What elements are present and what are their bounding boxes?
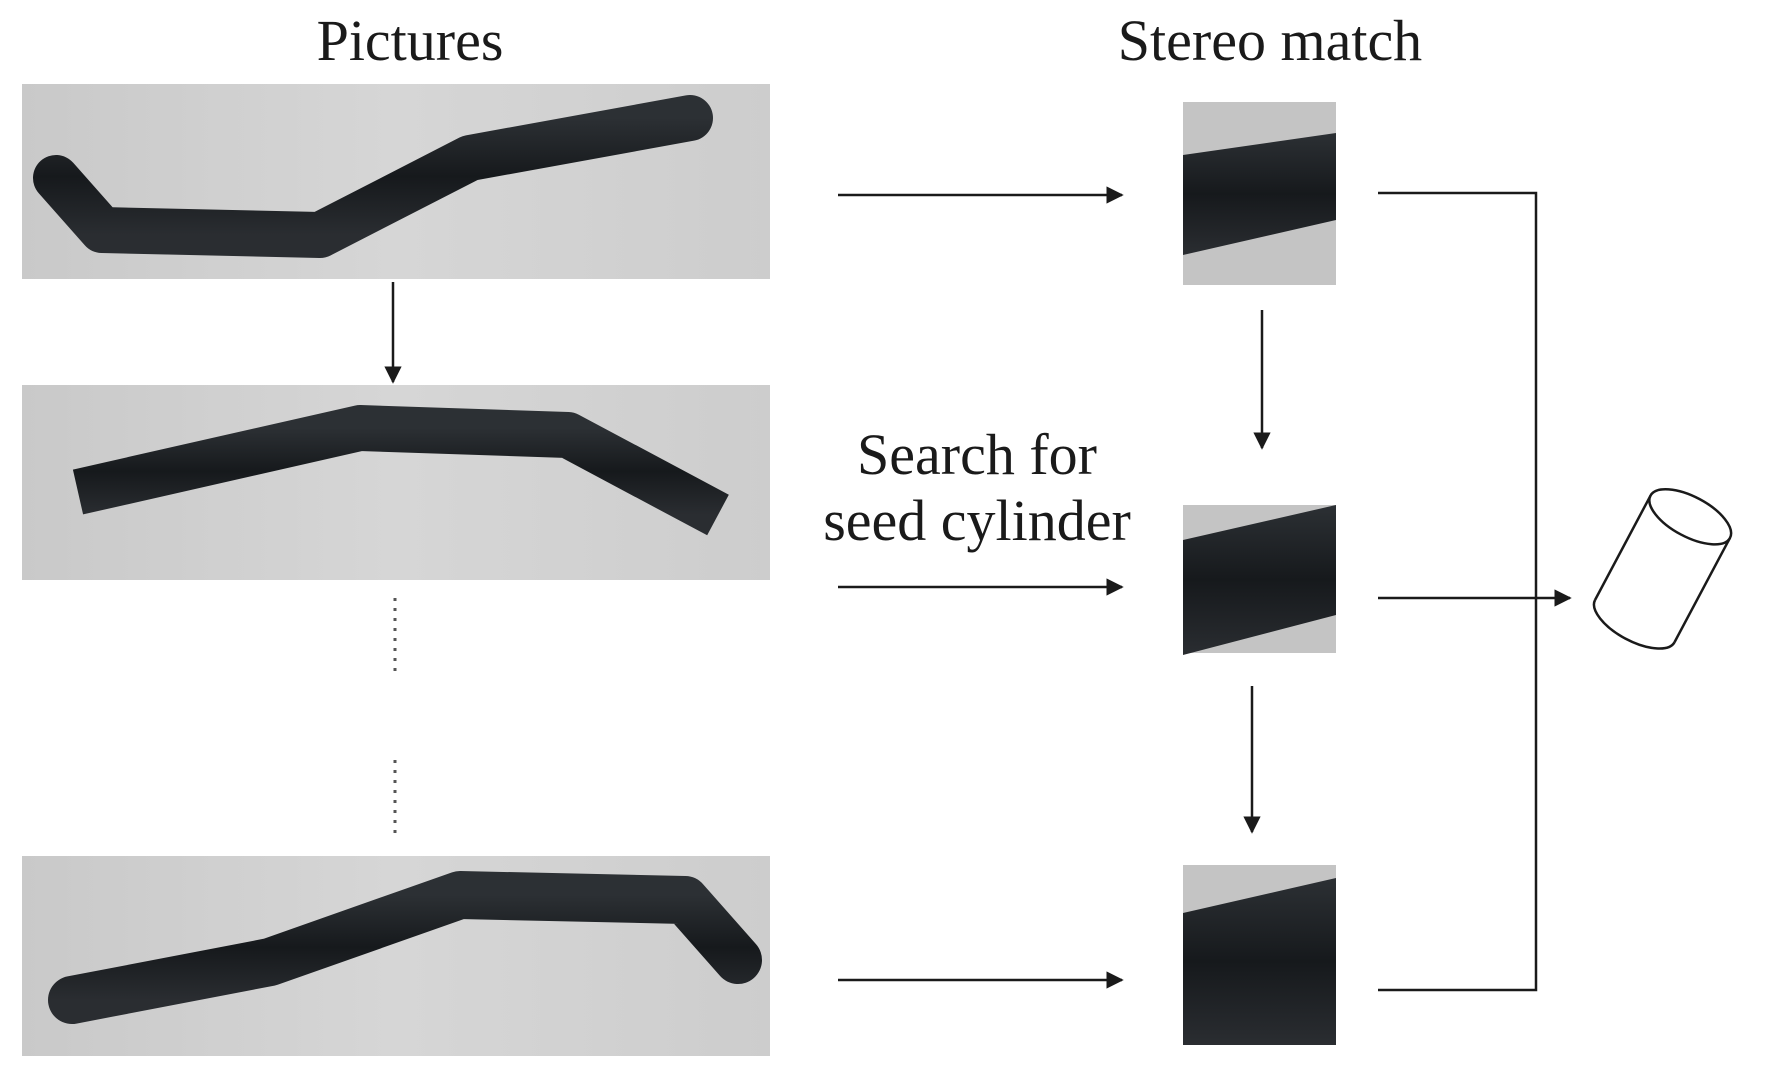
stereo-match-crop-3 xyxy=(1183,865,1336,1045)
tube-silhouette xyxy=(33,95,713,258)
picture-3 xyxy=(22,856,770,1056)
search-label-line1: Search for xyxy=(857,422,1097,487)
pictures-heading: Pictures xyxy=(317,8,504,73)
stereo-match-crop-1 xyxy=(1183,102,1336,285)
connector-match1 xyxy=(1378,191,1538,595)
stereo-match-crop-2 xyxy=(1183,505,1336,655)
stereo-match-heading: Stereo match xyxy=(1118,8,1422,73)
search-label-line2: seed cylinder xyxy=(823,488,1131,553)
tube-silhouette xyxy=(72,405,729,536)
cylinder-icon xyxy=(1592,488,1733,650)
picture-2 xyxy=(22,385,770,580)
picture-1 xyxy=(22,84,770,279)
tube-silhouette xyxy=(48,871,762,1024)
connector-match3 xyxy=(1378,595,1538,992)
